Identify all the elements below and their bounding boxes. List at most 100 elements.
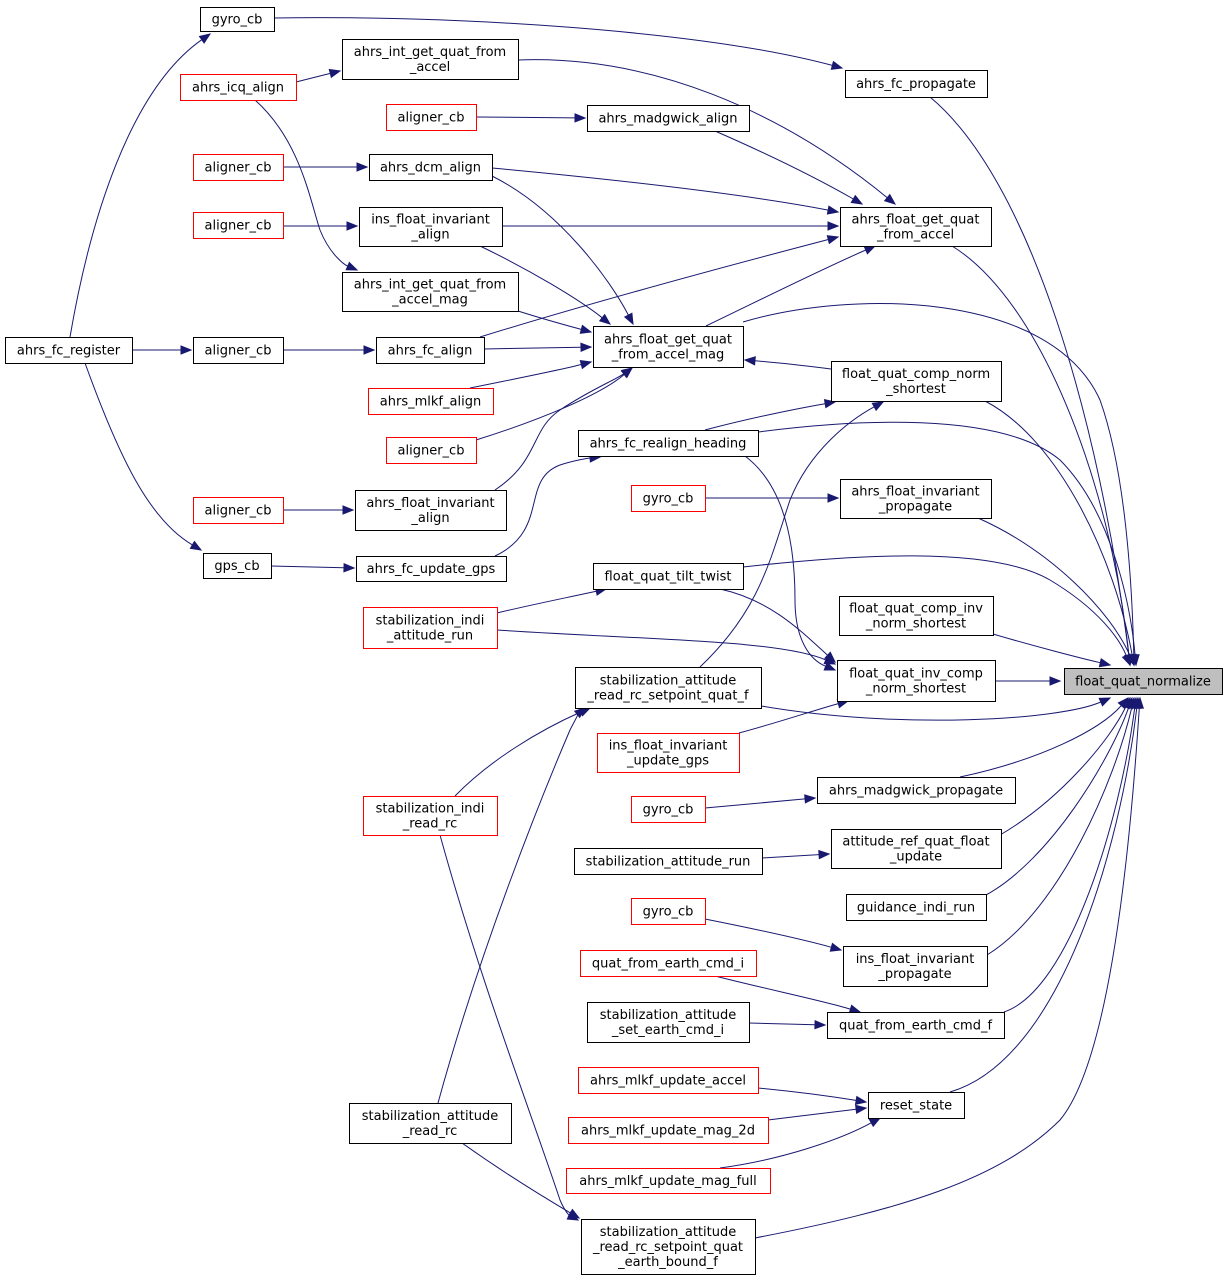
node-stabilization_indi_attitude_run[interactable]: stabilization_indi_attitude_run [363, 607, 498, 649]
node-quat_from_earth_cmd_i[interactable]: quat_from_earth_cmd_i [580, 950, 757, 977]
node-guidance_indi_run[interactable]: guidance_indi_run [846, 894, 987, 921]
node-ins_float_invariant_align[interactable]: ins_float_invariant_align [359, 207, 503, 247]
arrow-head-icon [863, 245, 877, 255]
node-ahrs_fc_align[interactable]: ahrs_fc_align [376, 337, 485, 364]
arrow-head-icon [623, 312, 634, 326]
node-ahrs_float_get_quat_from_accel_mag[interactable]: ahrs_float_get_quat_from_accel_mag [593, 326, 744, 368]
node-ahrs_madgwick_propagate[interactable]: ahrs_madgwick_propagate [817, 777, 1016, 804]
node-gyro_cb_2[interactable]: gyro_cb [631, 485, 706, 512]
node-ahrs_int_get_quat_from_accel_mag[interactable]: ahrs_int_get_quat_from_accel_mag [342, 272, 519, 312]
node-label: ahrs_float_invariant [851, 485, 979, 500]
node-label: ins_float_invariant [371, 213, 490, 228]
node-gps_cb[interactable]: gps_cb [203, 553, 272, 579]
node-box [817, 777, 1016, 804]
node-aligner_cb_5[interactable]: aligner_cb [386, 437, 477, 464]
edge-line [984, 400, 1133, 656]
node-gyro_cb_4[interactable]: gyro_cb [631, 898, 706, 925]
arrow-head-icon [829, 942, 843, 952]
node-stabilization_attitude_read_rc_setpoint_quat_earth_bound_f[interactable]: stabilization_attitude_read_rc_setpoint_… [581, 1219, 756, 1275]
node-label: _update_gps [626, 754, 709, 769]
node-label: stabilization_attitude [600, 1225, 736, 1240]
node-aligner_cb_4[interactable]: aligner_cb [193, 337, 284, 364]
node-ahrs_mlkf_update_mag_2d[interactable]: ahrs_mlkf_update_mag_2d [568, 1117, 769, 1144]
edge-stabilization_attitude_set_earth_cmd_i-to-quat_from_earth_cmd_f [748, 1019, 827, 1030]
node-box [349, 1103, 512, 1144]
node-ahrs_fc_register[interactable]: ahrs_fc_register [5, 337, 133, 364]
node-ahrs_fc_update_gps[interactable]: ahrs_fc_update_gps [356, 556, 507, 582]
edge-line [254, 99, 349, 267]
arrow-head-icon [1098, 657, 1112, 668]
node-gyro_cb_top[interactable]: gyro_cb [200, 7, 275, 32]
edge-ahrs_float_invariant_align-to-ahrs_float_get_quat_from_accel_mag [494, 367, 634, 491]
arrow-head-icon [579, 324, 593, 334]
arrow-head-icon [598, 313, 612, 325]
node-label: ahrs_float_get_quat [852, 213, 980, 228]
edge-aligner_cb_2-to-ahrs_dcm_align [283, 162, 369, 172]
edge-line [704, 403, 826, 431]
node-aligner_cb_2[interactable]: aligner_cb [193, 154, 284, 181]
node-aligner_cb_6[interactable]: aligner_cb [193, 497, 284, 524]
node-float_quat_normalize[interactable]: float_quat_normalize [1064, 668, 1223, 695]
node-box [845, 70, 988, 98]
node-ahrs_int_get_quat_from_accel[interactable]: ahrs_int_get_quat_from_accel [342, 39, 519, 80]
edge-gyro_cb_3-to-ahrs_madgwick_propagate [704, 794, 817, 809]
node-float_quat_comp_norm_shortest[interactable]: float_quat_comp_norm_shortest [831, 361, 1002, 402]
node-float_quat_tilt_twist[interactable]: float_quat_tilt_twist [593, 563, 744, 590]
node-label: aligner_cb [398, 444, 465, 459]
edge-ahrs_int_get_quat_from_accel_mag-to-ahrs_float_get_quat_from_accel_mag [517, 310, 593, 334]
node-float_quat_comp_inv_norm_shortest[interactable]: float_quat_comp_inv_norm_shortest [839, 596, 994, 636]
edge-ahrs_fc_realign_heading-to-float_quat_inv_comp_norm_shortest [744, 455, 837, 671]
arrow-head-icon [346, 221, 359, 231]
node-ahrs_mlkf_update_accel[interactable]: ahrs_mlkf_update_accel [578, 1067, 759, 1094]
node-box [868, 1092, 965, 1119]
edge-line [986, 707, 1133, 956]
arrow-head-icon [804, 794, 817, 804]
node-label: _from_accel [876, 228, 954, 243]
edge-aligner_cb_4-to-ahrs_fc_align [283, 345, 376, 355]
node-ahrs_float_invariant_align[interactable]: ahrs_float_invariant_align [355, 490, 507, 531]
node-ahrs_fc_realign_heading[interactable]: ahrs_fc_realign_heading [578, 430, 759, 457]
node-box [843, 946, 988, 987]
node-box [566, 1168, 771, 1194]
edge-line [760, 701, 1102, 721]
node-aligner_cb_1[interactable]: aligner_cb [386, 104, 477, 131]
node-stabilization_attitude_set_earth_cmd_i[interactable]: stabilization_attitude_set_earth_cmd_i [587, 1002, 750, 1043]
node-stabilization_attitude_run[interactable]: stabilization_attitude_run [574, 848, 763, 875]
node-stabilization_attitude_read_rc_setpoint_quat_f[interactable]: stabilization_attitude_read_rc_setpoint_… [575, 667, 762, 709]
node-label: float_quat_tilt_twist [605, 570, 732, 585]
node-float_quat_inv_comp_norm_shortest[interactable]: float_quat_inv_comp_norm_shortest [837, 660, 996, 702]
node-ahrs_fc_propagate[interactable]: ahrs_fc_propagate [845, 70, 988, 98]
node-gyro_cb_3[interactable]: gyro_cb [631, 796, 706, 823]
node-stabilization_attitude_read_rc[interactable]: stabilization_attitude_read_rc [349, 1103, 512, 1144]
edge-line [992, 633, 1101, 664]
edge-gps_cb-to-ahrs_fc_update_gps [270, 563, 356, 573]
node-ahrs_icq_align[interactable]: ahrs_icq_align [180, 74, 297, 101]
node-ahrs_float_get_quat_from_accel[interactable]: ahrs_float_get_quat_from_accel [840, 207, 992, 247]
node-ahrs_madgwick_align[interactable]: ahrs_madgwick_align [587, 105, 750, 132]
node-box [578, 1067, 759, 1094]
node-ahrs_float_invariant_propagate[interactable]: ahrs_float_invariant_propagate [840, 479, 992, 519]
node-box [831, 361, 1002, 402]
node-stabilization_indi_read_rc[interactable]: stabilization_indi_read_rc [363, 796, 498, 836]
node-quat_from_earth_cmd_f[interactable]: quat_from_earth_cmd_f [827, 1012, 1005, 1039]
node-ins_float_invariant_update_gps[interactable]: ins_float_invariant_update_gps [597, 733, 740, 773]
node-box [574, 848, 763, 875]
node-label: stabilization_attitude [600, 1008, 736, 1023]
node-box [376, 337, 485, 364]
edge-line [754, 707, 1140, 1239]
node-label: stabilization_attitude [362, 1109, 498, 1124]
node-reset_state[interactable]: reset_state [868, 1092, 965, 1119]
node-ahrs_mlkf_update_mag_full[interactable]: ahrs_mlkf_update_mag_full [566, 1168, 771, 1194]
node-ins_float_invariant_propagate[interactable]: ins_float_invariant_propagate [843, 946, 988, 987]
edge-line [719, 1122, 872, 1169]
node-box [580, 950, 757, 977]
node-aligner_cb_3[interactable]: aligner_cb [193, 212, 284, 239]
node-ahrs_mlkf_align[interactable]: ahrs_mlkf_align [368, 388, 494, 415]
edge-float_quat_comp_norm_shortest-to-ahrs_float_get_quat_from_accel_mag [743, 356, 832, 370]
node-box [386, 437, 477, 464]
node-box [827, 1012, 1005, 1039]
node-label: gyro_cb [643, 803, 694, 818]
edge-line [437, 713, 579, 1104]
node-ahrs_dcm_align[interactable]: ahrs_dcm_align [369, 154, 493, 181]
node-attitude_ref_quat_float_update[interactable]: attitude_ref_quat_float_update [831, 829, 1002, 869]
